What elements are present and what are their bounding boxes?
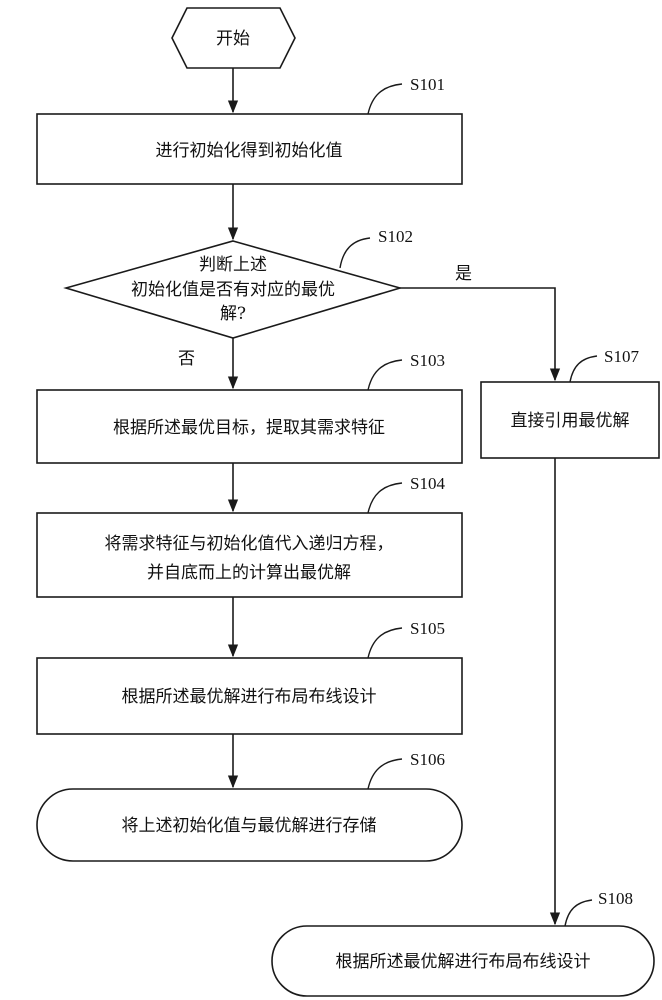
decision-line-1: 判断上述 (199, 255, 267, 275)
step-s104-id: S104 (410, 474, 445, 493)
step-s106-text: 将上述初始化值与最优解进行存储 (122, 816, 377, 836)
step-s101-id: S101 (410, 75, 445, 94)
step-s105-id: S105 (410, 619, 445, 638)
step-s106-id: S106 (410, 750, 445, 769)
step-s106: 将上述初始化值与最优解进行存储 S106 (36, 750, 463, 862)
step-s102-decision: 判断上述 初始化值是否有对应的最优 解? S102 (63, 227, 413, 339)
step-s103-id: S103 (410, 351, 445, 370)
no-label: 否 (178, 349, 195, 369)
step-s104: 将需求特征与初始化值代入递归方程， 并自底而上的计算出最优解 S104 (36, 474, 463, 598)
step-s104-line-1: 将需求特征与初始化值代入递归方程， (105, 534, 394, 554)
step-s101: 进行初始化得到初始化值 S101 (36, 75, 463, 185)
step-s101-text: 进行初始化得到初始化值 (156, 141, 343, 161)
step-s103: 根据所述最优目标，提取其需求特征 S103 (36, 351, 463, 464)
step-s105-callout (367, 627, 403, 659)
step-s104-line-2: 并自底而上的计算出最优解 (147, 563, 351, 583)
yes-label: 是 (455, 264, 472, 284)
arrow-yes-to-s107 (400, 287, 561, 382)
step-s106-callout (367, 758, 403, 790)
step-s108-callout (564, 899, 593, 927)
step-s103-text: 根据所述最优目标，提取其需求特征 (113, 418, 385, 438)
step-s105-text: 根据所述最优解进行布局布线设计 (122, 687, 377, 707)
step-s108: 根据所述最优解进行布局布线设计 S108 (271, 889, 655, 997)
step-s107-id: S107 (604, 347, 639, 366)
decision-line-3: 解? (220, 304, 246, 324)
decision-line-2: 初始化值是否有对应的最优 (131, 280, 335, 300)
step-s107-text: 直接引用最优解 (511, 411, 630, 431)
step-s108-id: S108 (598, 889, 633, 908)
step-s102-callout (339, 237, 371, 269)
step-s102-id: S102 (378, 227, 413, 246)
step-s105: 根据所述最优解进行布局布线设计 S105 (36, 619, 463, 735)
step-s108-text: 根据所述最优解进行布局布线设计 (336, 952, 591, 972)
step-s107-callout (569, 355, 598, 383)
step-s107: 直接引用最优解 S107 (480, 347, 660, 459)
start-node: 开始 (171, 7, 296, 69)
start-label: 开始 (216, 29, 250, 49)
step-s101-callout (367, 83, 403, 115)
step-s104-callout (367, 482, 403, 514)
step-s103-callout (367, 359, 403, 391)
